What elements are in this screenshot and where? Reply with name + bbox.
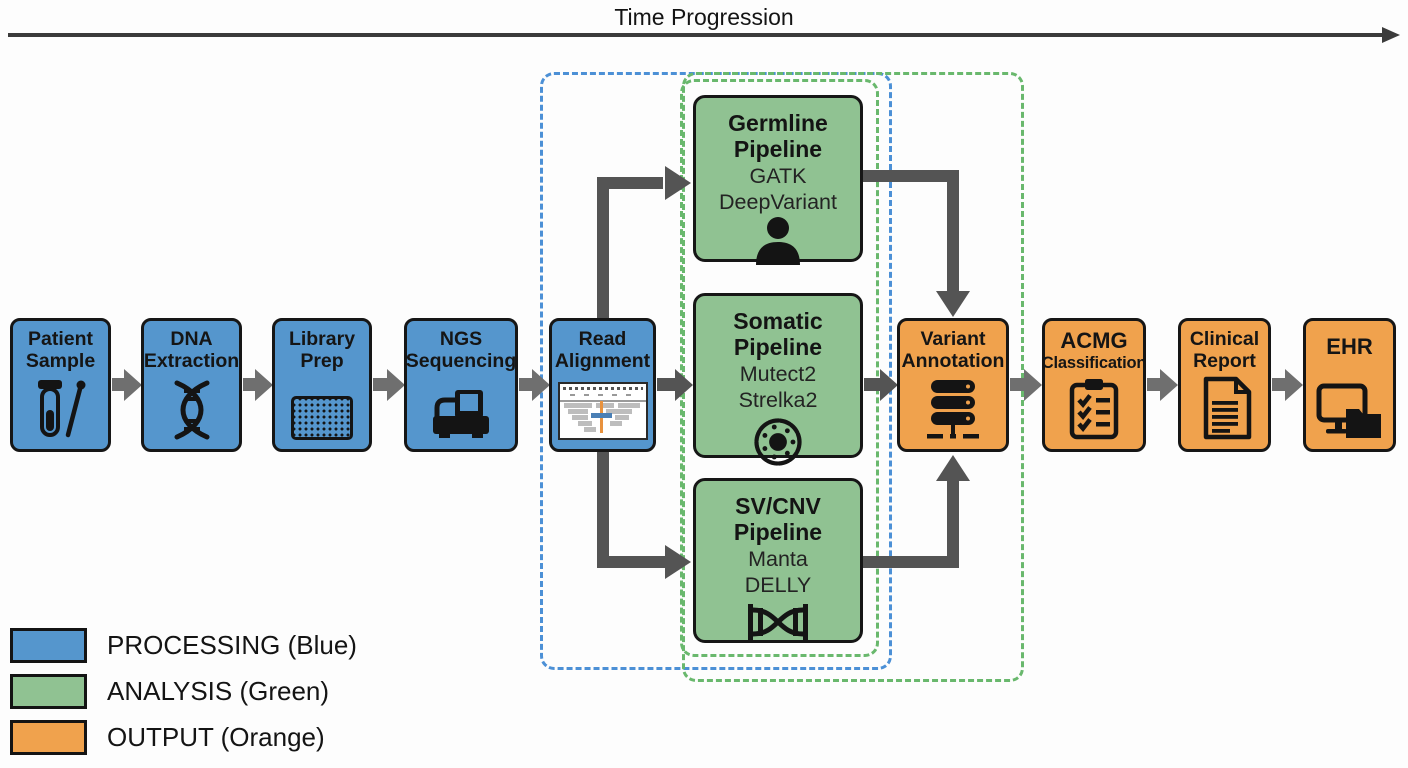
cell-icon	[749, 413, 807, 471]
flow-arrow	[1010, 378, 1025, 391]
connector-read-to-svcnv	[597, 556, 665, 568]
flow-arrow	[519, 378, 533, 391]
connector-read-to-germline	[597, 177, 609, 318]
flow-arrow	[1272, 378, 1286, 391]
node-label: EHR	[1326, 334, 1373, 359]
arrowhead-icon	[936, 291, 970, 317]
arrowhead-icon	[665, 545, 691, 579]
timeline-title: Time Progression	[614, 4, 794, 30]
microplate-icon	[291, 396, 353, 440]
legend-item-processing: PROCESSING (Blue)	[10, 628, 357, 663]
arrowhead-icon	[665, 166, 691, 200]
legend-label: PROCESSING (Blue)	[107, 630, 357, 660]
monitor-folder-icon	[1316, 382, 1384, 440]
test-tube-swab-icon	[32, 378, 90, 440]
legend-swatch-blue	[10, 628, 87, 663]
sequencer-icon	[429, 384, 493, 440]
clipboard-checklist-icon	[1068, 378, 1120, 440]
dna-helix-icon	[165, 380, 219, 440]
database-icon	[925, 378, 981, 440]
timeline-arrow-line	[8, 33, 1384, 37]
flow-arrow	[373, 378, 388, 391]
node-ehr: EHR	[1303, 318, 1396, 452]
connector-germline-to-variant	[863, 170, 959, 182]
legend-label: OUTPUT (Orange)	[107, 722, 325, 752]
legend-swatch-orange	[10, 720, 87, 755]
legend-label: ANALYSIS (Green)	[107, 676, 330, 706]
connector-read-to-germline	[597, 177, 663, 189]
flow-arrow-somatic-to-variant	[864, 378, 881, 391]
connector-svcnv-to-variant	[863, 556, 959, 568]
legend-item-analysis: ANALYSIS (Green)	[10, 674, 329, 709]
legend-item-output: OUTPUT (Orange)	[10, 720, 325, 755]
flow-arrow-read-to-somatic	[657, 378, 676, 391]
alignment-browser-icon	[557, 382, 648, 440]
person-icon	[751, 215, 805, 266]
flow-arrow	[1147, 378, 1161, 391]
arrowhead-icon	[936, 455, 970, 481]
dna-cross-icon	[745, 598, 811, 646]
legend-swatch-green	[10, 674, 87, 709]
timeline-arrowhead-icon	[1382, 27, 1400, 43]
flow-arrow	[243, 378, 256, 391]
connector-read-to-svcnv	[597, 452, 609, 568]
flow-arrow	[112, 378, 125, 391]
document-icon	[1198, 376, 1252, 440]
connector-germline-to-variant	[947, 170, 959, 292]
connector-svcnv-to-variant	[947, 480, 959, 568]
